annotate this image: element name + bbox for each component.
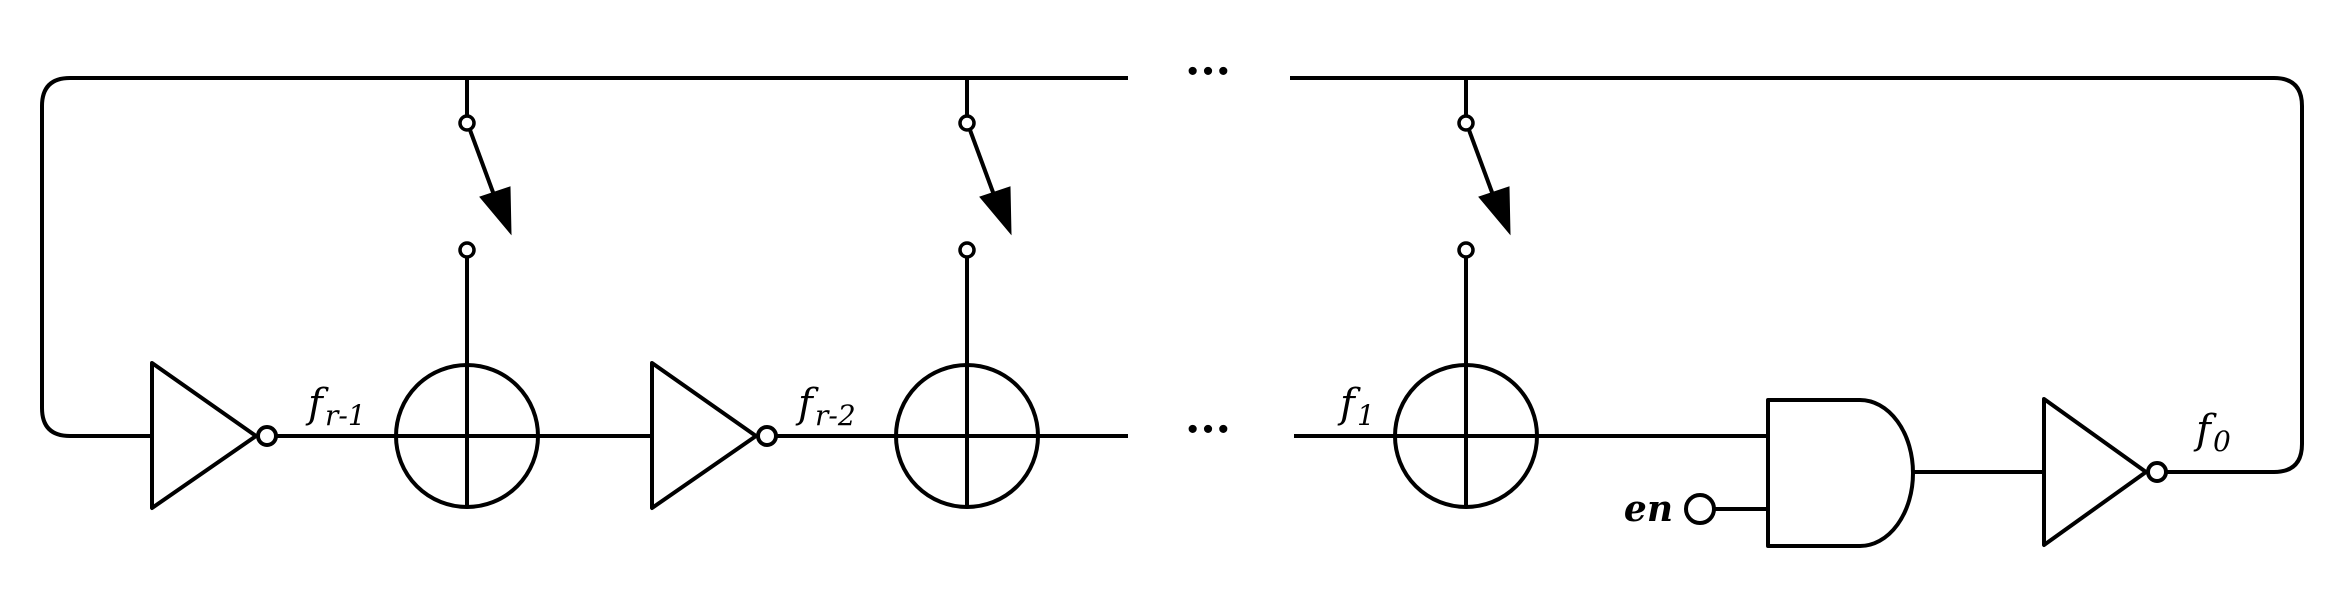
switch-last (1457, 78, 1511, 365)
and-gate (1766, 398, 1915, 548)
xor-gate-last (1393, 363, 1539, 509)
switch-2 (958, 78, 1012, 365)
label-f-r-2-subscript: r-2 (815, 399, 856, 432)
ellipsis-bottom: ··· (1185, 404, 1231, 455)
enable-input-terminal (1684, 493, 1716, 525)
label-f-r-1-subscript: r-1 (325, 399, 366, 432)
inverter-stage-last (2042, 397, 2168, 547)
inverter-stage-2 (650, 361, 778, 510)
xor-gate-2 (894, 363, 1040, 509)
xor-gate-1 (394, 363, 540, 509)
label-en: en (1624, 488, 1673, 530)
switch-1 (458, 78, 512, 365)
feedback-wire-left (40, 76, 1128, 438)
feedback-wire-right (1290, 76, 2304, 474)
ellipsis-top: ··· (1185, 46, 1231, 97)
label-f-0-subscript: 0 (2213, 425, 2231, 458)
label-f-1-subscript: 1 (1357, 399, 1375, 432)
inverter-stage-1 (150, 361, 278, 510)
